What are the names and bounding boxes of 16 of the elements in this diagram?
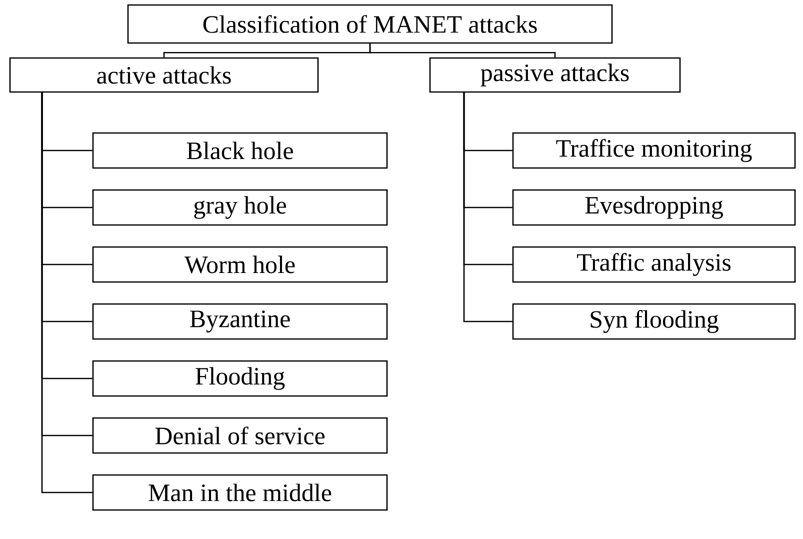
attack-box: gray hole (92, 189, 388, 226)
connector (463, 92, 512, 322)
attack-box: Worm hole (92, 246, 388, 283)
attack-box: Man in the middle (92, 474, 388, 511)
attack-box: Traffice monitoring (512, 132, 796, 169)
attack-box: Black hole (92, 132, 388, 169)
category-box: active attacks (9, 57, 319, 93)
title-box: Classification of MANET attacks (127, 4, 613, 44)
connector (369, 44, 556, 58)
attack-box: Traffic analysis (512, 246, 796, 283)
attack-box: Evesdropping (512, 189, 796, 226)
attack-box: Flooding (92, 360, 388, 397)
attack-box: Syn flooding (512, 303, 796, 340)
attack-box: Byzantine (92, 303, 388, 340)
attack-box: Denial of service (92, 417, 388, 454)
category-box: passive attacks (429, 57, 681, 93)
